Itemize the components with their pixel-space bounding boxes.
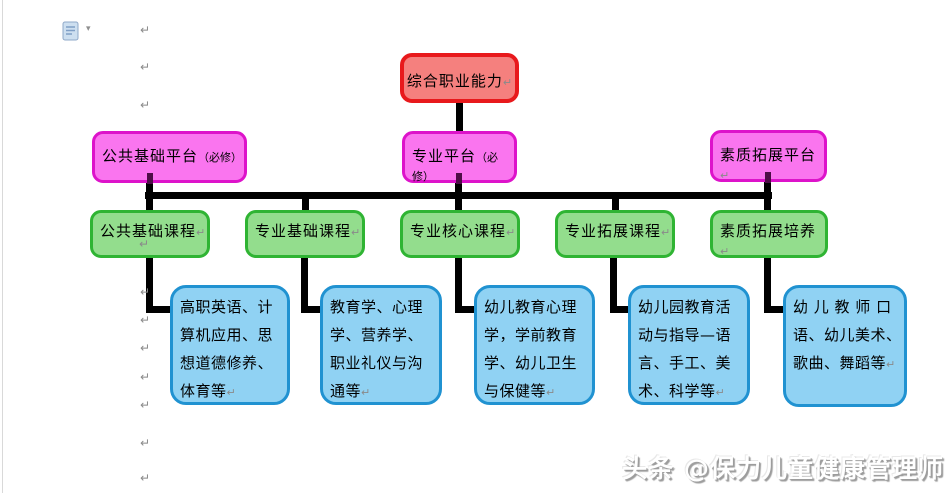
paragraph-mark: ↵ xyxy=(140,436,151,450)
chevron-down-icon[interactable]: ▾ xyxy=(86,24,91,34)
connector-course4-down xyxy=(610,258,617,313)
connector-platform1-to-course1 xyxy=(146,182,153,212)
page-edge-line xyxy=(2,0,3,493)
paragraph-mark: ↵ xyxy=(140,471,151,485)
course-box-1[interactable]: 公共基础课程↵ xyxy=(90,210,210,258)
detail-text: 幼儿教育心理 学，学前教育 学、幼儿卫生 与保健等 xyxy=(484,298,578,400)
paragraph-mark: ↵ xyxy=(546,386,556,399)
paragraph-mark: ↵ xyxy=(715,386,725,399)
course-box-5[interactable]: 素质拓展培养 ↵ xyxy=(710,210,828,258)
paragraph-mark: ↵ xyxy=(226,386,236,399)
connector-course3-to-detail3 xyxy=(455,306,480,313)
paragraph-mark: ↵ xyxy=(720,245,730,258)
connector-course3-down xyxy=(455,258,462,313)
paragraph-mark: ↵ xyxy=(140,398,151,412)
detail-box-1[interactable]: 高职英语、计 算机应用、思 想道德修养、 体育等↵ xyxy=(170,285,290,405)
connector-platform2-to-course3 xyxy=(455,182,462,212)
connector-anchor-stub xyxy=(147,173,153,184)
platform-label: 公共基础平台 xyxy=(102,147,199,165)
paragraph-mark: ↵ xyxy=(140,313,151,327)
paragraph-mark: ↵ xyxy=(140,285,151,299)
paragraph-mark: ↵ xyxy=(361,386,371,399)
platform-suffix: （必修） xyxy=(412,151,499,183)
connector-platform3-to-course5 xyxy=(764,181,771,212)
connector-course4-to-detail4 xyxy=(610,306,634,313)
paragraph-mark: ↵ xyxy=(506,226,516,239)
platform-label: 专业平台 xyxy=(412,147,477,165)
paragraph-mark: ↵ xyxy=(351,226,361,239)
course-label: 专业核心课程 xyxy=(410,222,507,240)
root-label: 综合职业能力 xyxy=(406,72,503,90)
paragraph-mark: ↵ xyxy=(140,60,151,74)
platform-suffix: （必修） xyxy=(198,151,243,164)
connector-course1-to-detail1 xyxy=(146,306,174,313)
paragraph-mark: ↵ xyxy=(886,358,896,371)
connector-bus-to-course2 xyxy=(302,192,309,212)
connector-course1-down xyxy=(146,258,153,313)
connector-anchor-stub xyxy=(456,173,462,184)
detail-box-2[interactable]: 教育学、心理 学、营养学、 职业礼仪与沟 通等↵ xyxy=(320,285,442,405)
watermark: 头条 @保力儿童健康管理师 xyxy=(622,454,944,483)
paragraph-mark: ↵ xyxy=(140,370,151,384)
connector-course5-to-detail5 xyxy=(764,306,789,313)
platform-label: 素质拓展平台 xyxy=(720,146,817,164)
detail-text: 幼儿园教育活 动与指导—语 言、手工、美 术、科学等 xyxy=(638,298,732,400)
connector-bus-to-course4 xyxy=(612,192,619,212)
detail-text: 高职英语、计 算机应用、思 想道德修养、 体育等 xyxy=(180,298,274,400)
detail-box-4[interactable]: 幼儿园教育活 动与指导—语 言、手工、美 术、科学等↵ xyxy=(628,285,750,405)
course-box-4[interactable]: 专业拓展课程↵ xyxy=(555,210,675,258)
connector-anchor-stub xyxy=(765,172,771,183)
root-box[interactable]: 综合职业能力↵ xyxy=(400,53,519,103)
paragraph-mark: ↵ xyxy=(720,169,730,182)
course-box-3[interactable]: 专业核心课程↵ xyxy=(400,210,520,258)
course-label: 专业基础课程 xyxy=(255,222,352,240)
detail-text: 教育学、心理 学、营养学、 职业礼仪与沟 通等 xyxy=(330,298,424,400)
paragraph-mark: ↵ xyxy=(140,341,151,355)
paragraph-mark: ↵ xyxy=(140,98,151,112)
course-label: 公共基础课程 xyxy=(100,222,197,240)
paragraph-mark: ↵ xyxy=(139,237,150,251)
paste-options-button[interactable]: ▾ xyxy=(60,20,100,44)
detail-box-5[interactable]: 幼 儿 教 师 口 语、幼儿美术、 歌曲、舞蹈等↵ xyxy=(783,285,907,407)
paste-options-icon xyxy=(62,21,80,45)
course-box-2[interactable]: 专业基础课程↵ xyxy=(245,210,365,258)
connector-root-to-platform2 xyxy=(456,101,463,133)
platform-box-1[interactable]: 公共基础平台（必修） xyxy=(92,131,247,183)
course-label: 专业拓展课程 xyxy=(565,222,662,240)
connector-course2-to-detail2 xyxy=(301,306,326,313)
connector-course5-down xyxy=(764,258,771,313)
connector-course2-down xyxy=(301,258,308,313)
paragraph-mark: ↵ xyxy=(502,76,513,89)
paragraph-mark: ↵ xyxy=(196,226,206,239)
detail-box-3[interactable]: 幼儿教育心理 学，学前教育 学、幼儿卫生 与保健等↵ xyxy=(474,285,595,405)
paragraph-mark: ↵ xyxy=(661,226,671,239)
paragraph-mark: ↵ xyxy=(140,23,151,37)
detail-text: 幼 儿 教 师 口 语、幼儿美术、 歌曲、舞蹈等 xyxy=(793,298,902,372)
course-label: 素质拓展培养 xyxy=(720,222,817,240)
